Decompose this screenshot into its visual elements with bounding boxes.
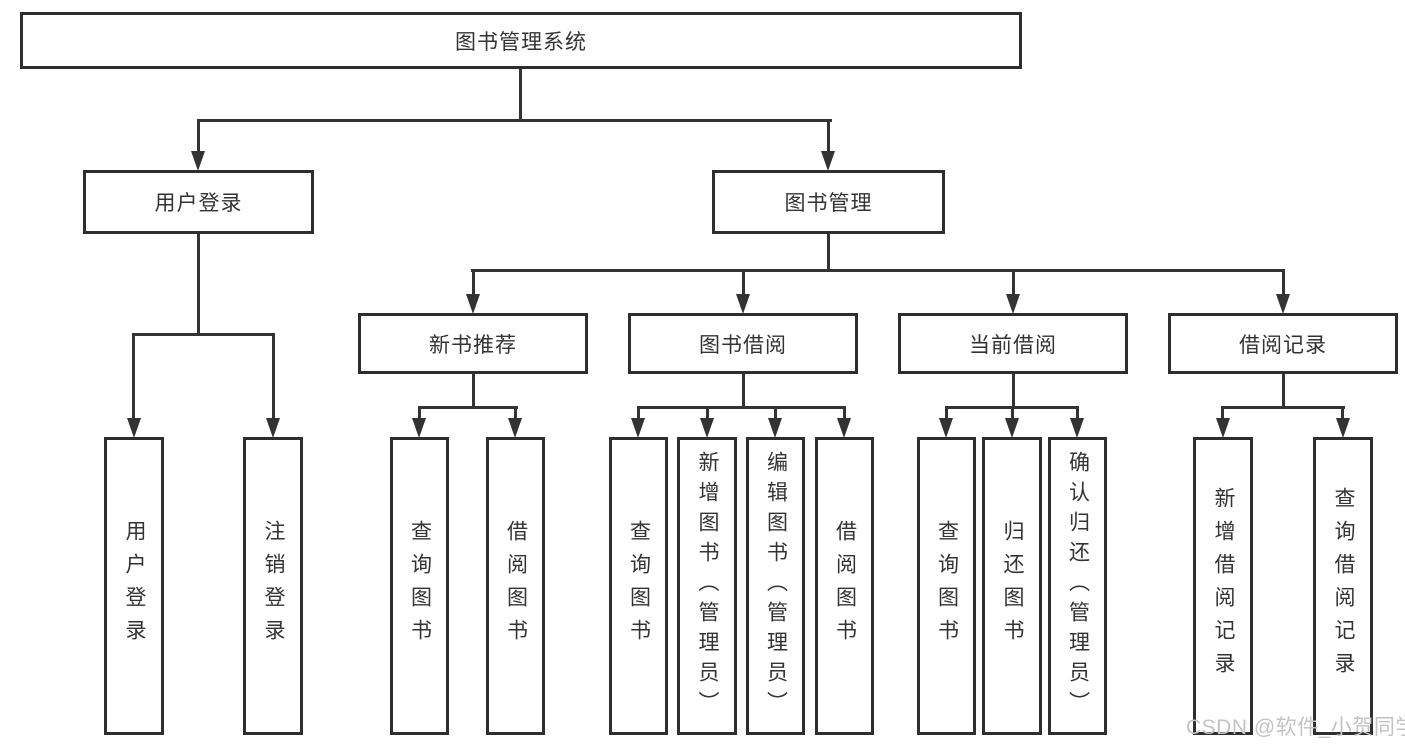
- leaf-logout-label: 注销登录: [262, 520, 285, 652]
- connector-to-book-management: [827, 119, 830, 154]
- arrow-down-icon: [127, 418, 141, 438]
- connector-new-book-recommend-bar: [418, 406, 518, 409]
- leaf-logout: 注销登录: [243, 437, 303, 735]
- connector-borrow-record-bar: [1222, 406, 1345, 409]
- connector-user-login-bar: [132, 333, 275, 336]
- connector-to-leaf-logout: [272, 333, 275, 420]
- leaf-bb-query-book: 查询图书: [609, 437, 668, 735]
- leaf-cb-return-book-label: 归还图书: [1001, 520, 1024, 652]
- connector-to-new-book-recommend: [472, 269, 475, 296]
- connector-book-borrow-bar: [637, 406, 846, 409]
- arrow-down-icon: [466, 294, 480, 314]
- arrow-down-icon: [1276, 294, 1290, 314]
- leaf-bb-borrow-book: 借阅图书: [815, 437, 874, 735]
- leaf-nb-borrow-book-label: 借阅图书: [504, 520, 528, 652]
- arrow-down-icon: [266, 418, 280, 438]
- node-current-borrow: 当前借阅: [898, 313, 1128, 374]
- connector-to-leaf: [1076, 406, 1079, 422]
- arrow-down-icon: [700, 418, 714, 438]
- connector-to-user-login: [197, 119, 200, 154]
- arrow-down-icon: [508, 418, 522, 438]
- connector-root-bar: [197, 119, 832, 122]
- connector-to-leaf: [514, 406, 517, 422]
- leaf-bb-edit-book-label: 编辑图书（管理员）: [764, 451, 788, 721]
- csdn-watermark: CSDN @软件_小贺同学: [1186, 716, 1405, 739]
- connector-book-management-bar: [471, 269, 1285, 272]
- arrow-down-icon: [1070, 418, 1084, 438]
- leaf-nb-query-book-label: 查询图书: [408, 520, 432, 652]
- leaf-user-login-label: 用户登录: [123, 520, 146, 652]
- arrow-down-icon: [768, 418, 782, 438]
- arrow-down-icon: [837, 418, 851, 438]
- arrow-down-icon: [1216, 418, 1230, 438]
- node-new-book-recommend-label: 新书推荐: [429, 333, 517, 357]
- node-book-borrow-label: 图书借阅: [699, 333, 787, 357]
- leaf-cb-confirm-return: 确认归还（管理员）: [1048, 437, 1107, 735]
- node-root: 图书管理系统: [20, 12, 1022, 69]
- leaf-nb-borrow-book: 借阅图书: [486, 437, 545, 735]
- node-root-label: 图书管理系统: [455, 30, 587, 54]
- node-book-management: 图书管理: [712, 170, 945, 234]
- connector-to-leaf: [637, 406, 640, 422]
- leaf-cb-query-book-label: 查询图书: [935, 520, 959, 652]
- connector-new-book-recommend-stem: [472, 374, 475, 409]
- leaf-nb-query-book: 查询图书: [390, 437, 449, 735]
- connector-to-leaf-user-login: [132, 333, 135, 420]
- connector-to-leaf: [1011, 406, 1014, 422]
- connector-to-leaf: [706, 406, 709, 422]
- arrow-down-icon: [821, 151, 835, 171]
- connector-to-leaf: [774, 406, 777, 422]
- connector-book-borrow-stem: [742, 374, 745, 409]
- leaf-br-query-record-label: 查询借阅记录: [1332, 487, 1355, 685]
- leaf-bb-add-book-label: 新增图书（管理员）: [696, 451, 719, 721]
- leaf-cb-return-book: 归还图书: [982, 437, 1042, 735]
- connector-to-leaf: [418, 406, 421, 422]
- arrow-down-icon: [1336, 418, 1350, 438]
- node-borrow-record-label: 借阅记录: [1239, 333, 1327, 357]
- node-user-login-label: 用户登录: [154, 192, 243, 215]
- connector-borrow-record-stem: [1282, 374, 1285, 409]
- connector-to-leaf: [843, 406, 846, 422]
- leaf-br-query-record: 查询借阅记录: [1313, 437, 1373, 735]
- connector-to-current-borrow: [1012, 269, 1015, 296]
- connector-book-management-stem: [827, 234, 830, 272]
- connector-to-borrow-record: [1282, 269, 1285, 296]
- arrow-down-icon: [412, 418, 426, 438]
- leaf-bb-edit-book: 编辑图书（管理员）: [746, 437, 805, 735]
- arrow-down-icon: [631, 418, 645, 438]
- node-book-borrow: 图书借阅: [628, 313, 858, 374]
- node-user-login: 用户登录: [83, 170, 314, 234]
- leaf-bb-borrow-book-label: 借阅图书: [833, 520, 857, 652]
- connector-current-borrow-stem: [1012, 374, 1015, 409]
- connector-to-leaf: [1341, 406, 1344, 422]
- node-new-book-recommend: 新书推荐: [358, 313, 588, 374]
- arrow-down-icon: [939, 418, 953, 438]
- arrow-down-icon: [736, 294, 750, 314]
- arrow-down-icon: [1006, 294, 1020, 314]
- leaf-cb-confirm-return-label: 确认归还（管理员）: [1066, 451, 1090, 721]
- connector-user-login-stem: [197, 234, 200, 336]
- leaf-bb-add-book: 新增图书（管理员）: [677, 437, 737, 735]
- connector-root-stem: [519, 68, 522, 120]
- connector-to-leaf: [1221, 406, 1224, 422]
- leaf-bb-query-book-label: 查询图书: [627, 520, 651, 652]
- leaf-user-login: 用户登录: [104, 437, 164, 735]
- arrow-down-icon: [1005, 418, 1019, 438]
- node-book-management-label: 图书管理: [784, 192, 873, 215]
- leaf-br-add-record-label: 新增借阅记录: [1212, 487, 1235, 685]
- connector-to-leaf: [945, 406, 948, 422]
- leaf-br-add-record: 新增借阅记录: [1193, 437, 1253, 735]
- leaf-cb-query-book: 查询图书: [917, 437, 976, 735]
- arrow-down-icon: [191, 151, 205, 171]
- node-borrow-record: 借阅记录: [1168, 313, 1398, 374]
- node-current-borrow-label: 当前借阅: [969, 333, 1057, 357]
- connector-to-book-borrow: [742, 269, 745, 296]
